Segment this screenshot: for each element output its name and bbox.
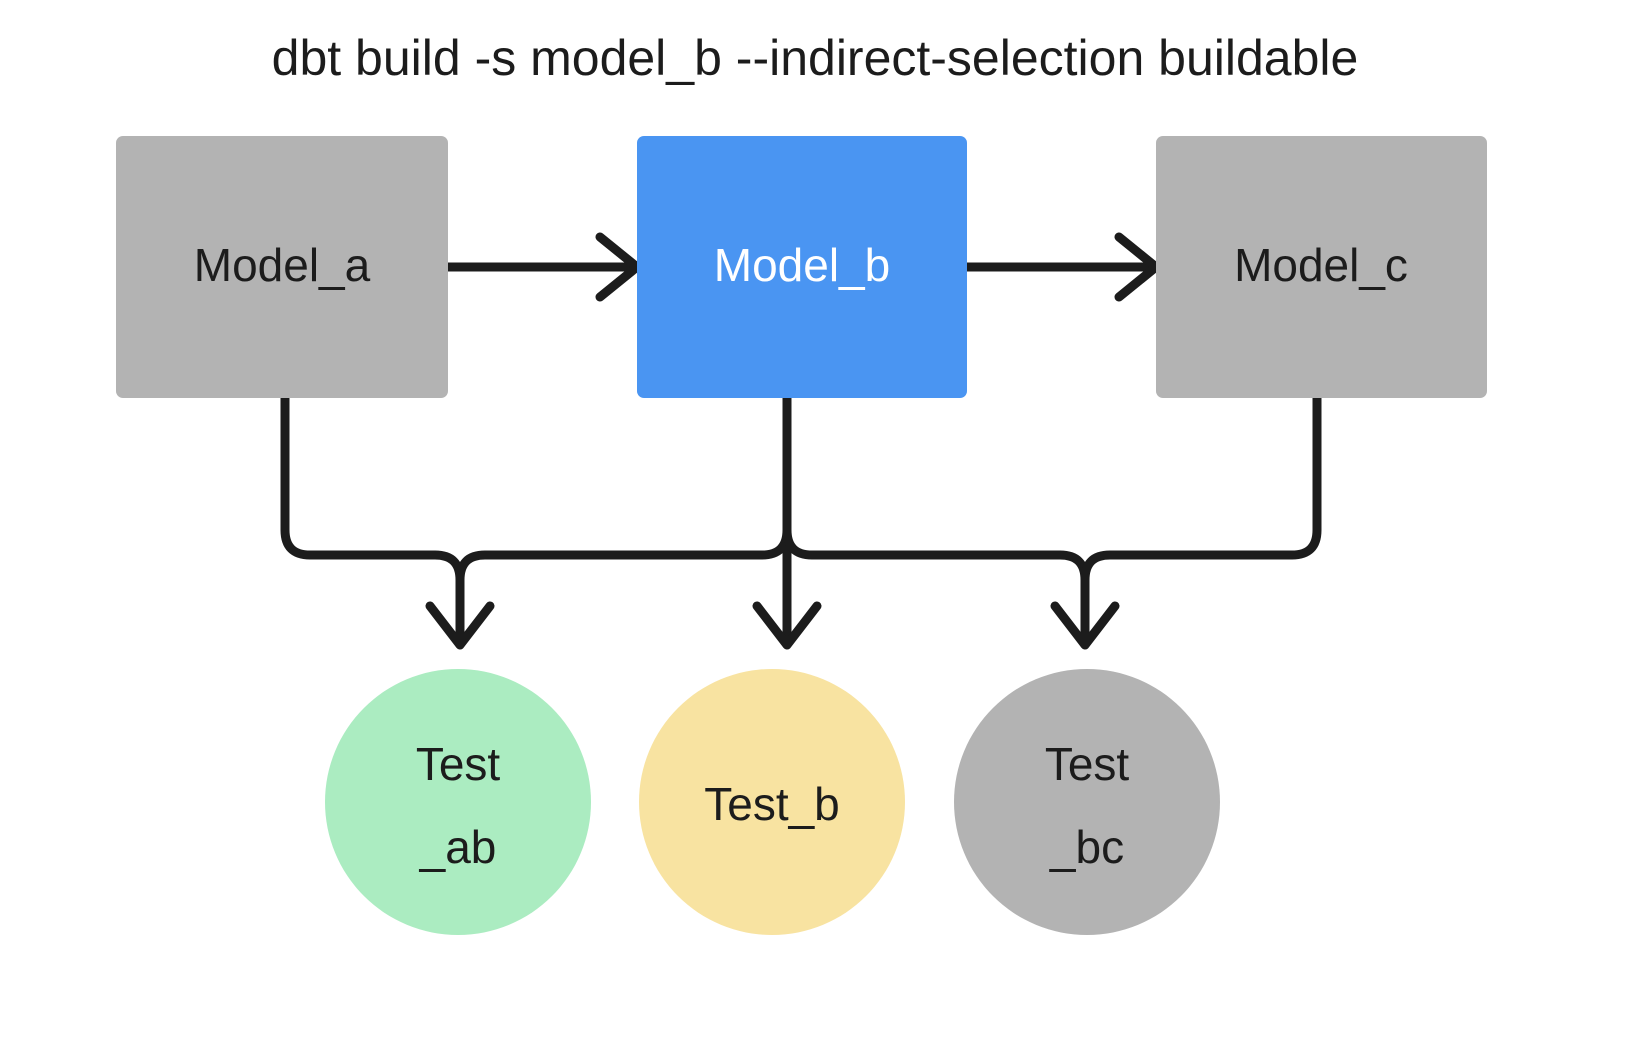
- model-b-label: Model_b: [714, 239, 890, 291]
- model-a-box[interactable]: [116, 136, 448, 398]
- model-c-box[interactable]: [1156, 136, 1487, 398]
- model-node-layer: Model_a Model_b Model_c: [116, 136, 1487, 398]
- test-ab-label-line-2: _ab: [419, 821, 497, 873]
- edge-model-b-to-model-c: [967, 232, 1161, 302]
- edge-model-a-to-model-b: [448, 232, 642, 302]
- test-b-circle[interactable]: [639, 669, 905, 935]
- node-test-b[interactable]: Test_b: [639, 669, 905, 935]
- arrowhead-test-bc: [1050, 601, 1120, 650]
- node-model-c[interactable]: Model_c: [1156, 136, 1487, 398]
- test-bc-label-line-1: Test: [1045, 738, 1130, 790]
- test-ab-label-line-1: Test: [416, 738, 501, 790]
- node-model-a[interactable]: Model_a: [116, 136, 448, 398]
- model-c-label: Model_c: [1234, 239, 1408, 291]
- test-b-label-line-1: Test_b: [704, 778, 840, 830]
- node-test-ab[interactable]: Test _ab: [325, 669, 591, 935]
- node-test-bc[interactable]: Test _bc: [954, 669, 1220, 935]
- model-b-box[interactable]: [637, 136, 967, 398]
- edge-model-b-to-test-ab: [455, 398, 792, 640]
- node-model-b[interactable]: Model_b: [637, 136, 967, 398]
- arrowhead-test-ab: [425, 601, 495, 650]
- test-node-layer: Test _ab Test_b Test _bc: [325, 669, 1220, 935]
- model-a-label: Model_a: [194, 239, 371, 291]
- test-bc-circle[interactable]: [954, 669, 1220, 935]
- diagram-title: dbt build -s model_b --indirect-selectio…: [272, 30, 1359, 86]
- edge-model-c-to-test-bc: [1080, 398, 1322, 640]
- test-bc-label-line-2: _bc: [1049, 821, 1124, 873]
- edge-layer: [280, 232, 1322, 650]
- edge-model-b-to-test-bc: [782, 398, 1090, 640]
- test-ab-circle[interactable]: [325, 669, 591, 935]
